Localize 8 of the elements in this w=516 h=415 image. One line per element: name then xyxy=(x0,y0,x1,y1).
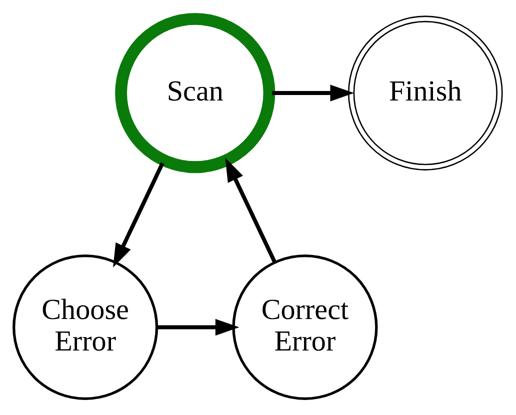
node-circle: Choose Error xyxy=(12,254,158,400)
arrow xyxy=(156,318,240,336)
node-circle: Scan xyxy=(115,12,276,174)
arrow xyxy=(225,158,276,263)
arrow xyxy=(272,84,354,102)
node-circle: Correct Error xyxy=(232,254,378,400)
arrow xyxy=(113,162,164,268)
node-circle: Finish xyxy=(348,16,503,170)
